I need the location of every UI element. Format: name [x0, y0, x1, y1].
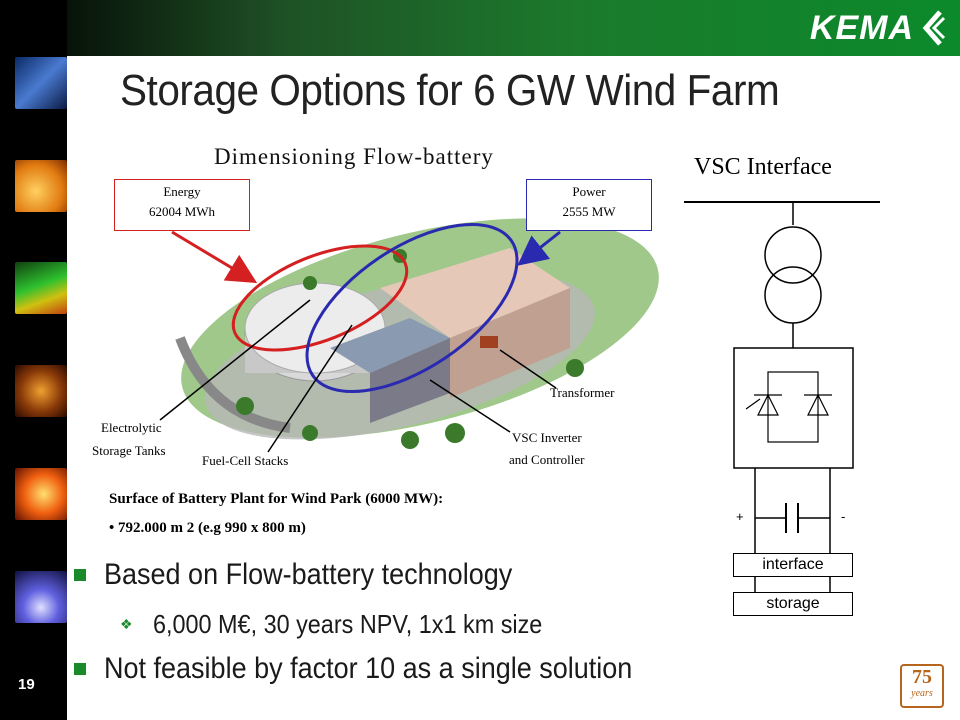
tanks-label-line2: Storage Tanks	[92, 443, 166, 458]
power-arrow	[517, 230, 561, 266]
tanks-leader-line	[159, 299, 311, 421]
transformer-label: Transformer	[550, 385, 615, 400]
logo-text: KEMA	[809, 8, 914, 47]
energy-value: 62004 MWh	[148, 204, 216, 219]
surface-value: • 792.000 m 2 (e.g 990 x 800 m)	[109, 520, 306, 536]
vsc-label-line1: VSC Inverter	[512, 430, 582, 445]
thumbnail-fiber-optics-image	[15, 571, 67, 623]
diagram-heading: Dimensioning Flow-battery	[214, 144, 494, 169]
slide-title: Storage Options for 6 GW Wind Farm	[120, 66, 780, 115]
energy-box: Energy 62004 MWh	[114, 179, 250, 231]
thumbnail-wind-turbine-image	[15, 160, 67, 212]
fuel-cell-label: Fuel-Cell Stacks	[202, 453, 289, 468]
bullet-1: Based on Flow-battery technology	[74, 558, 558, 592]
bullet-3-text: Not feasible by factor 10 as a single so…	[104, 652, 633, 685]
bullet-diamond-icon: ❖	[120, 616, 133, 632]
header-bar	[0, 0, 960, 56]
minus-sign: -	[841, 509, 846, 524]
energy-arrow	[171, 230, 258, 284]
bullet-2: ❖ 6,000 M€, 30 years NPV, 1x1 km size	[120, 609, 585, 640]
thumbnail-flame-image	[15, 468, 67, 520]
storage-block: storage	[733, 592, 853, 616]
battery-plant-illustration	[175, 218, 659, 449]
transformer-leader-line	[499, 349, 557, 389]
thumbnail-circuit-image	[15, 262, 67, 314]
power-title: Power	[572, 184, 606, 199]
anniversary-badge: 75 years	[900, 664, 944, 708]
power-value: 2555 MW	[562, 204, 616, 219]
plus-sign: +	[736, 509, 744, 524]
surface-heading: Surface of Battery Plant for Wind Park (…	[109, 491, 444, 507]
logo-mark-icon	[922, 10, 946, 46]
tanks-label-line1: Electrolytic	[101, 420, 162, 435]
energy-title: Energy	[163, 184, 201, 199]
vsc-label-line2: and Controller	[509, 452, 585, 467]
thumbnail-digital-image	[15, 57, 67, 109]
badge-number: 75	[912, 666, 932, 688]
vsc-interface-header: VSC Interface	[680, 152, 916, 198]
bullet-3: Not feasible by factor 10 as a single so…	[74, 652, 691, 686]
bullet-square-icon	[74, 569, 86, 581]
page-number: 19	[18, 676, 35, 693]
kema-logo: KEMA	[810, 6, 946, 50]
bullet-square-icon	[74, 663, 86, 675]
fuel-cell-leader-line	[267, 324, 353, 453]
vsc-circuit-diagram	[684, 201, 880, 592]
bullet-2-text: 6,000 M€, 30 years NPV, 1x1 km size	[152, 609, 542, 639]
bullet-1-text: Based on Flow-battery technology	[104, 558, 513, 591]
badge-word: years	[911, 688, 933, 699]
interface-block: interface	[733, 553, 853, 577]
thumbnail-globe-image	[15, 365, 67, 417]
power-box: Power 2555 MW	[526, 179, 652, 231]
vsc-leader-line	[429, 379, 511, 433]
